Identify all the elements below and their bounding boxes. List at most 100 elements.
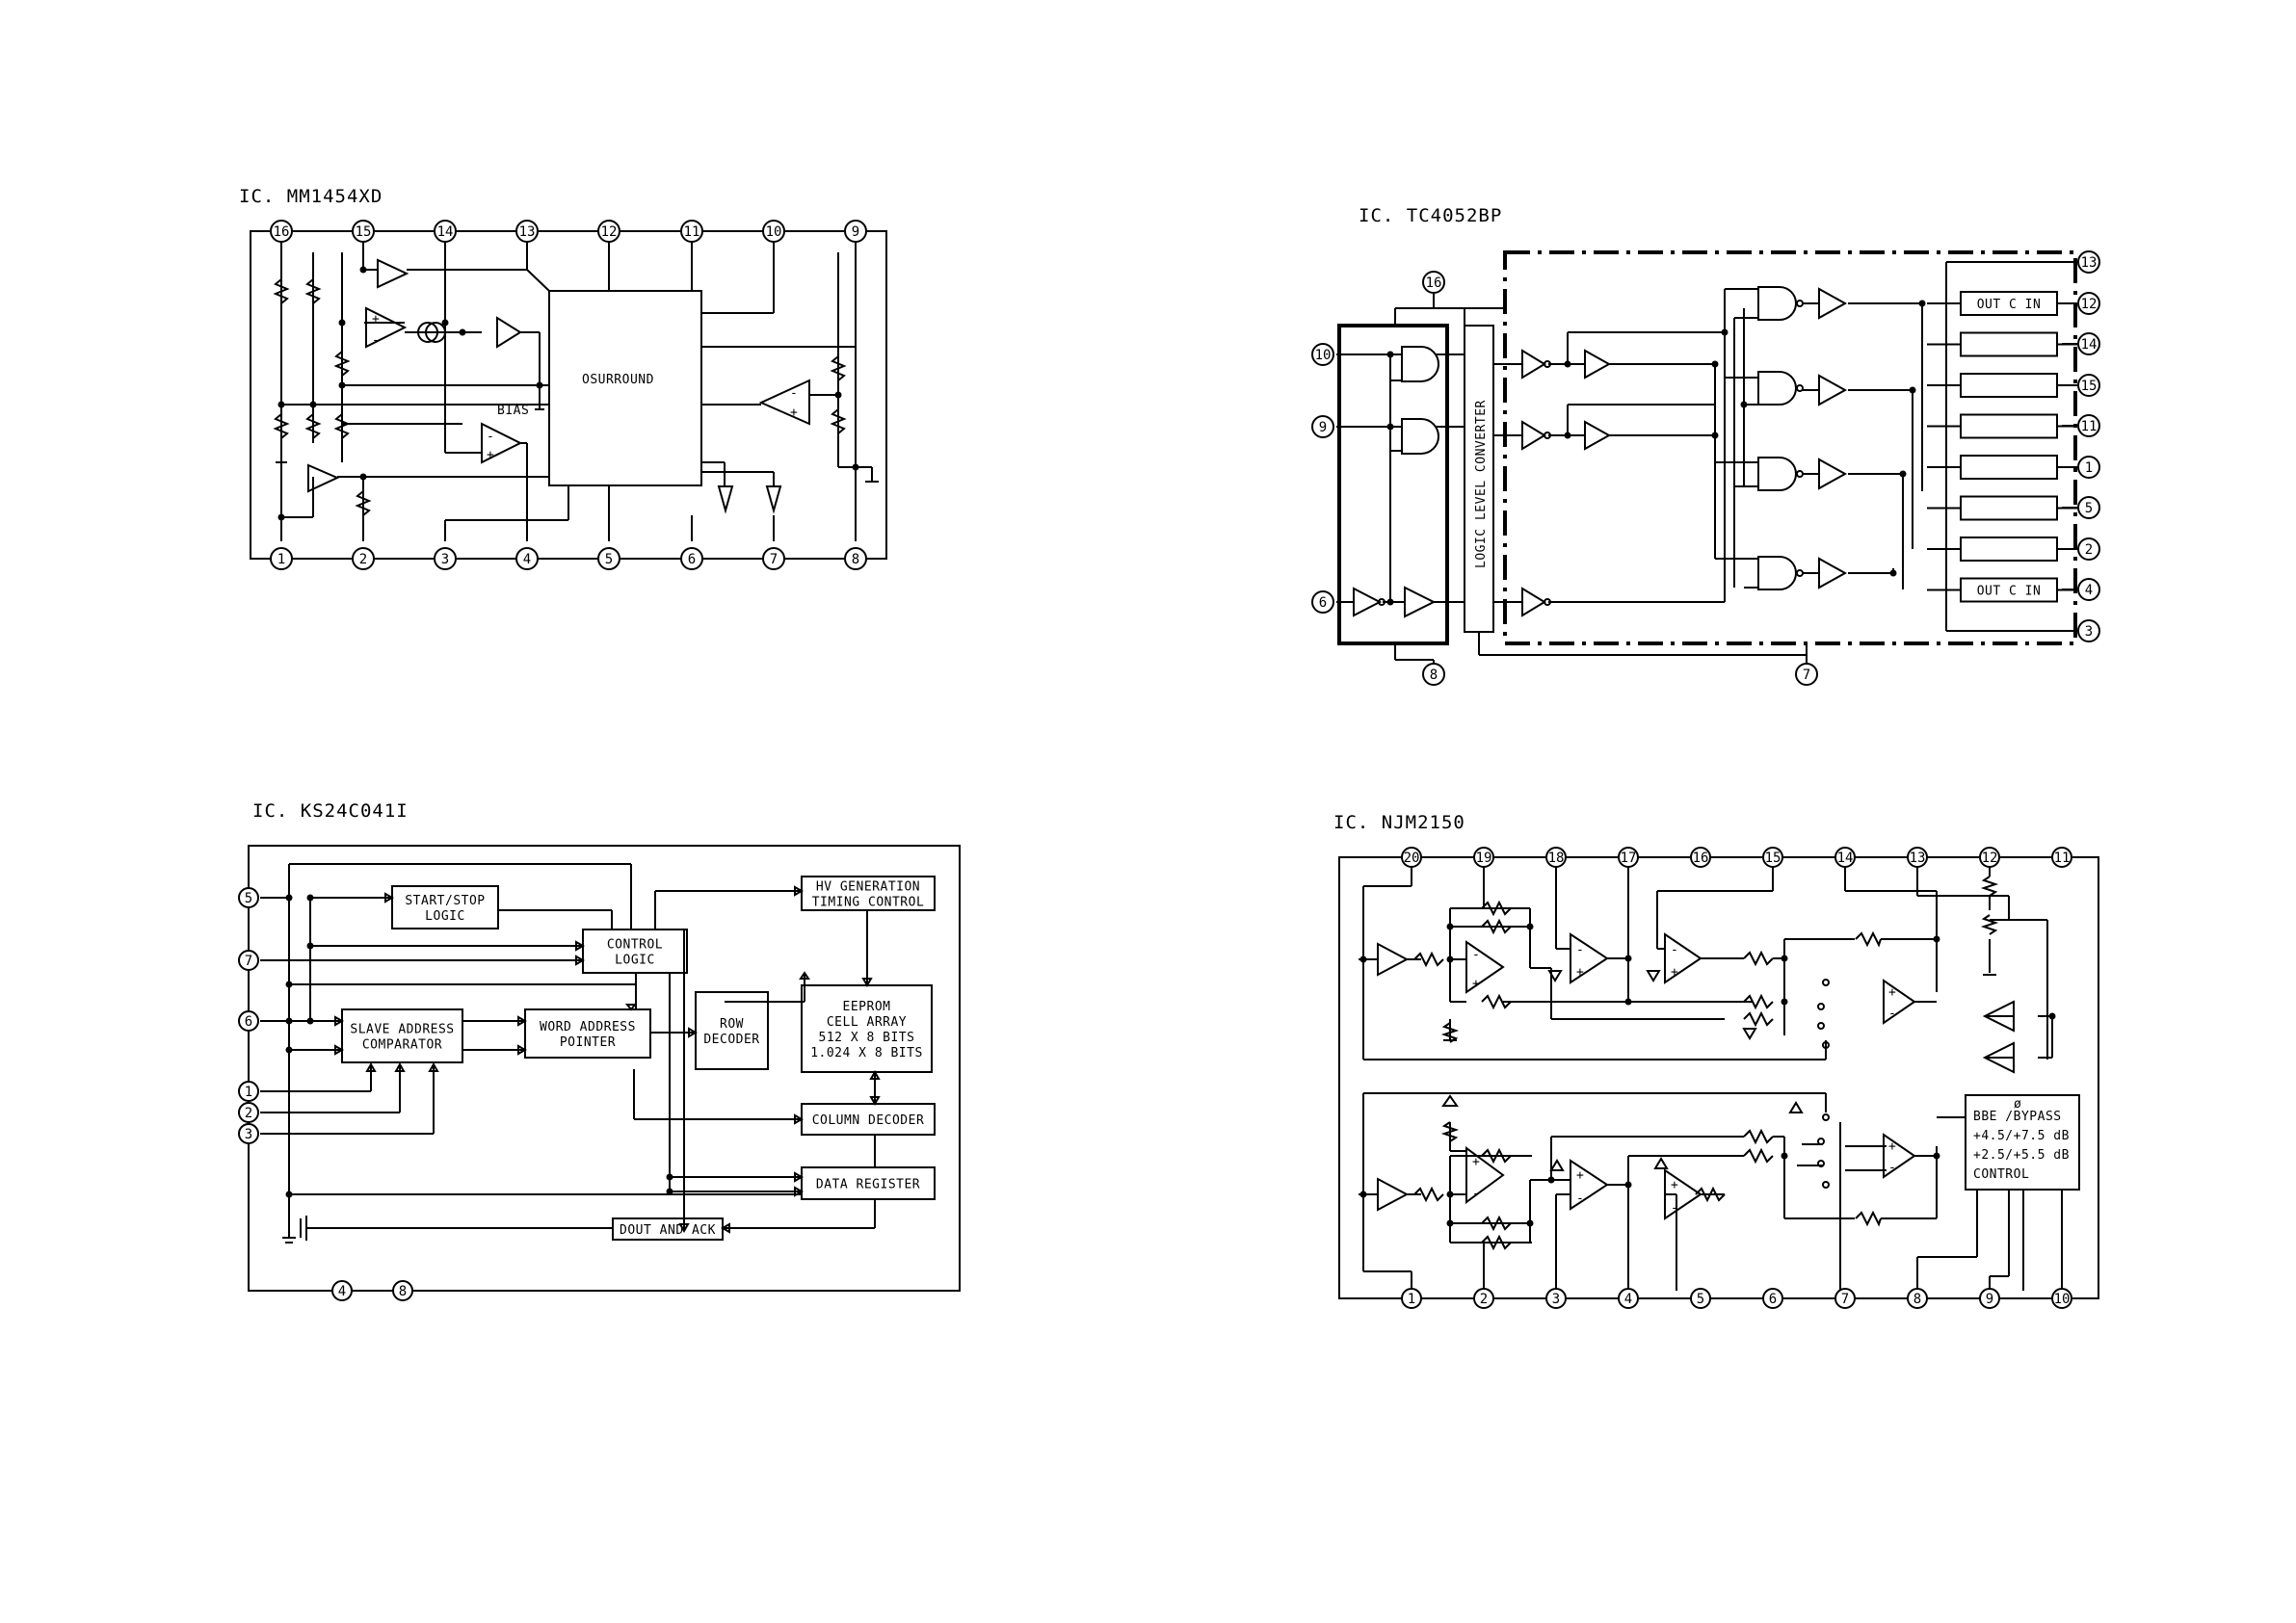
svg-text:-: - <box>372 333 380 348</box>
pin-1-label: 1 <box>1408 1292 1415 1307</box>
pin-10: 10 <box>1311 343 1334 366</box>
pin-16: 16 <box>1422 271 1445 294</box>
pin-4: 4 <box>331 1280 353 1301</box>
pin-11: 11 <box>2051 847 2072 868</box>
pin-6: 6 <box>1311 590 1334 614</box>
pin-3-label: 3 <box>1552 1292 1560 1307</box>
pin-6: 6 <box>238 1010 259 1032</box>
word-address-pointer-block-text: WORD ADDRESS <box>540 1020 636 1034</box>
svg-text:-: - <box>1671 1201 1678 1216</box>
input-logic-frame <box>1337 324 1449 645</box>
pin-10-label: 10 <box>766 224 782 240</box>
analog-switch: OUT C IN <box>1927 577 2077 603</box>
pin-7-label: 7 <box>1803 668 1810 683</box>
dout-ack-block: DOUT AND ACK <box>612 1217 724 1241</box>
pin-14-label: 14 <box>2081 337 2098 353</box>
pin-12-label: 12 <box>1982 851 1998 866</box>
pin-2: 2 <box>1473 1288 1494 1309</box>
pin-15: 15 <box>352 220 375 243</box>
pin-11-label: 11 <box>684 224 700 240</box>
diagram-title-mm1454xd: IC. MM1454XD <box>239 186 383 207</box>
pin-15-label: 15 <box>356 224 372 240</box>
analog-switch <box>1927 495 2077 521</box>
pin-3: 3 <box>1545 1288 1567 1309</box>
pin-15: 15 <box>2077 374 2100 397</box>
pin-4-label: 4 <box>1624 1292 1632 1307</box>
switch-label: OUT C IN <box>1977 585 2042 599</box>
pin-16-label: 16 <box>1426 275 1442 291</box>
pin-5-label: 5 <box>2085 501 2093 516</box>
pin-1: 1 <box>238 1081 259 1102</box>
analog-switch <box>1927 413 2077 439</box>
pin-8-label: 8 <box>399 1284 407 1299</box>
pin-4-label: 4 <box>338 1284 346 1299</box>
diagram-title-tc4052bp: IC. TC4052BP <box>1359 205 1502 226</box>
pin-8: 8 <box>392 1280 413 1301</box>
pin-2: 2 <box>2077 537 2100 561</box>
pin-20: 20 <box>1401 847 1422 868</box>
svg-text:+: + <box>1888 985 1896 1000</box>
pin-2-label: 2 <box>1480 1292 1488 1307</box>
pin-5: 5 <box>2077 496 2100 519</box>
eeprom-cell-array-block-text: CELL ARRAY <box>827 1015 907 1030</box>
phase-symbol: ø <box>2014 1097 2021 1112</box>
pin-17: 17 <box>1618 847 1639 868</box>
svg-text:-: - <box>1888 1007 1896 1021</box>
pin-3: 3 <box>238 1123 259 1144</box>
pin-5-label: 5 <box>1697 1292 1704 1307</box>
pin-13: 13 <box>515 220 539 243</box>
logic-level-converter-label: LOGIC LEVEL CONVERTER <box>1474 400 1489 568</box>
pin-12-label: 12 <box>601 224 618 240</box>
svg-text:+: + <box>1472 977 1480 991</box>
pin-2-label: 2 <box>245 1106 252 1121</box>
pin-9: 9 <box>1311 415 1334 438</box>
row-decoder-block-text: DECODER <box>703 1033 759 1047</box>
pin-20-label: 20 <box>1404 851 1420 866</box>
pin-14: 14 <box>2077 332 2100 355</box>
control-text-line: BBE /BYPASS <box>1973 1110 2062 1124</box>
pin-4-label: 4 <box>2085 583 2093 598</box>
svg-text:-: - <box>1671 943 1678 957</box>
pin-12-label: 12 <box>2081 297 2098 312</box>
pin-10: 10 <box>762 220 785 243</box>
pin-4: 4 <box>2077 578 2100 601</box>
svg-text:+: + <box>487 448 494 462</box>
pin-6-label: 6 <box>245 1014 252 1030</box>
pin-1: 1 <box>270 547 293 570</box>
eeprom-cell-array-block-text: 512 X 8 BITS <box>819 1031 915 1045</box>
data-register-block-text: DATA REGISTER <box>816 1178 920 1192</box>
pin-14-label: 14 <box>1837 851 1854 866</box>
svg-text:+: + <box>1472 1155 1480 1169</box>
logic-level-converter-block <box>1464 325 1494 633</box>
dout-ack-block-text: DOUT AND ACK <box>620 1223 716 1238</box>
analog-switch <box>1927 373 2077 398</box>
pin-4-label: 4 <box>523 552 531 567</box>
pin-17-label: 17 <box>1621 851 1637 866</box>
pin-12: 12 <box>597 220 620 243</box>
pin-10-label: 10 <box>1315 348 1332 363</box>
diagram-title-njm2150: IC. NJM2150 <box>1333 812 1465 833</box>
pin-14: 14 <box>434 220 457 243</box>
pin-8: 8 <box>844 547 867 570</box>
pin-13-label: 13 <box>519 224 536 240</box>
pin-4: 4 <box>1618 1288 1639 1309</box>
pin-8: 8 <box>1422 663 1445 686</box>
pin-1: 1 <box>2077 456 2100 479</box>
pin-8: 8 <box>1907 1288 1928 1309</box>
pin-6-label: 6 <box>688 552 696 567</box>
pin-6-label: 6 <box>1769 1292 1777 1307</box>
pin-15-label: 15 <box>2081 379 2098 394</box>
start-stop-logic-block-text: START/STOP <box>405 894 485 908</box>
control-logic-block-text: CONTROL <box>607 938 663 953</box>
surround-core-label: OSURROUND <box>582 373 654 387</box>
pin-1-label: 1 <box>2085 460 2093 476</box>
svg-text:-: - <box>1472 1187 1480 1201</box>
pin-15: 15 <box>1762 847 1783 868</box>
